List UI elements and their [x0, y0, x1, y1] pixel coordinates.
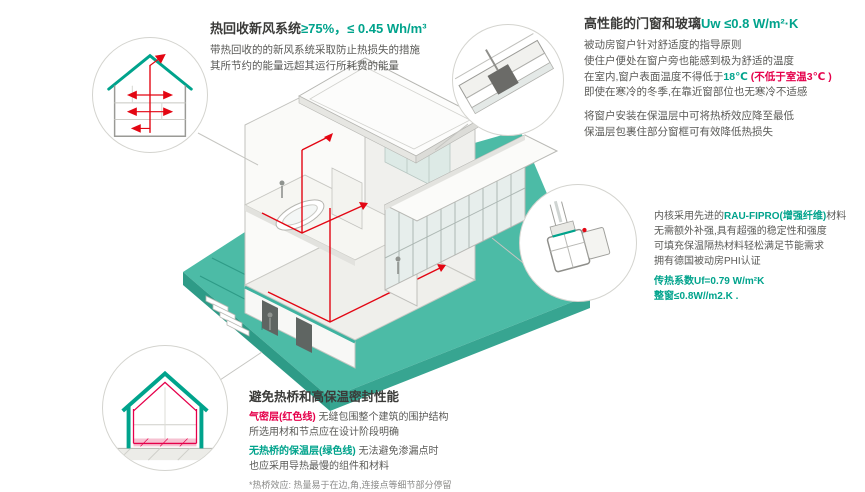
- windows-body: 被动房窗户针对舒适度的指导原则 使住户便处在窗户旁也能感到极为舒适的温度 在室内…: [584, 38, 832, 141]
- profile-section: 内核采用先进的RAU-FIPRO(增强纤维)材料 无需额外补强,具有超强的稳定性…: [654, 209, 864, 304]
- garden-stairs: [205, 295, 250, 337]
- windows-p2-line2: 保温层包裹住部分窗框可有效降低热损失: [584, 125, 773, 138]
- profile-line1-post: 材料: [826, 211, 847, 222]
- windows-title-value: Uw ≤0.8 W/m²·K: [701, 16, 799, 31]
- callout-circle-insulation: [102, 345, 228, 471]
- heat-recovery-title-value: ≥75%，≤ 0.45 Wh/m³: [301, 21, 427, 36]
- heat-recovery-body-line1: 带热回收的的新风系统采取防止热损失的措施: [210, 44, 420, 56]
- leader-lines: [197, 123, 528, 381]
- heat-recovery-house-section-illustration: [107, 53, 193, 138]
- callout-circle-heat-recovery: [92, 37, 208, 153]
- thermal-line3: 无热桥的保温层(绿色线) 无法避免渗漏点时: [249, 445, 452, 460]
- airtight-layer-label: 气密层(红色线): [249, 412, 316, 423]
- thermal-line1: 气密层(红色线) 无缝包围整个建筑的围护结构: [249, 411, 452, 426]
- profile-line6: 整窗≤0.8W//m2.K .: [654, 291, 739, 302]
- window-detail-drawing: [454, 33, 555, 115]
- profile-line1-pre: 内核采用先进的: [654, 211, 724, 222]
- windows-p1-line1: 被动房窗户针对舒适度的指导原则: [584, 39, 742, 51]
- thermal-line2: 所选用材和节点应在设计阶段明确: [249, 426, 399, 438]
- window-profile-cross-section-illustration: [546, 200, 611, 273]
- thermal-footnote: *热桥效应: 热量易于在边,角,连接点等细节部分停留: [249, 480, 452, 490]
- heat-recovery-body-line2: 其所节约的能量远超其运行所耗费的能量: [210, 59, 399, 72]
- profile-line1-material: RAU-FIPRO(增强纤维): [724, 211, 827, 222]
- profile-line5: 传热系数Uf=0.79 W/m²K: [654, 276, 765, 287]
- thermal-title: 避免热桥和高保温密封性能: [249, 390, 400, 404]
- thermal-body: 气密层(红色线) 无缝包围整个建筑的围护结构 所选用材和节点应在设计阶段明确 无…: [249, 411, 452, 492]
- profile-line1: 内核采用先进的RAU-FIPRO(增强纤维)材料: [654, 209, 864, 224]
- duct-arrows: [324, 133, 446, 272]
- callout-circle-window-detail: [452, 24, 564, 136]
- windows-p1-line3-pre: 在室内,窗户表面温度不得低于: [584, 70, 724, 83]
- heat-recovery-drawing: [107, 53, 193, 138]
- heat-recovery-body: 带热回收的的新风系统采取防止热损失的措施 其所节约的能量远超其运行所耗费的能量: [210, 43, 427, 75]
- insulation-drawing: [110, 370, 220, 461]
- insulation-layer-text: 无法避免渗漏点时: [355, 446, 439, 457]
- windows-title-text: 高性能的门窗和玻璃: [584, 16, 702, 31]
- callout-circle-window-profile: [519, 184, 637, 302]
- heat-recovery-title-text: 热回收新风系统: [210, 21, 302, 36]
- windows-section: 高性能的门窗和玻璃Uw ≤0.8 W/m²·K 被动房窗户针对舒适度的指导原则 …: [584, 13, 832, 141]
- windows-title: 高性能的门窗和玻璃Uw ≤0.8 W/m²·K: [584, 13, 832, 32]
- window-profile-drawing: [546, 200, 611, 273]
- thermal-line4: 也应采用导热最慢的组件和材料: [249, 460, 389, 472]
- spacer: [584, 101, 832, 109]
- people-figures: [267, 180, 401, 330]
- profile-body: 内核采用先进的RAU-FIPRO(增强纤维)材料 无需额外补强,具有超强的稳定性…: [654, 209, 864, 304]
- flat-roof: [297, 57, 484, 164]
- profile-line2: 无需额外补强,具有超强的稳定性和强度: [654, 226, 827, 237]
- heat-recovery-title: 热回收新风系统≥75%，≤ 0.45 Wh/m³: [210, 18, 427, 37]
- window-installation-detail-illustration: [454, 33, 555, 115]
- heat-recovery-section: 热回收新风系统≥75%，≤ 0.45 Wh/m³ 带热回收的的新风系统采取防止热…: [210, 18, 427, 75]
- profile-line4: 拥有德国被动房PHI认证: [654, 256, 761, 267]
- windows-p1-line4: 即使在寒冷的冬季,在靠近窗部位也无寒冷不适感: [584, 86, 808, 99]
- windows-p1-line2: 使住户便处在窗户旁也能感到极为舒适的温度: [584, 54, 794, 67]
- insulation-airtight-house-section-illustration: [110, 370, 220, 461]
- windows-p1-line3: 在室内,窗户表面温度不得低于18℃ (不低于室温3℃ ): [584, 70, 832, 86]
- windows-p1-line3-note: (不低于室温3℃ ): [747, 70, 832, 83]
- airtight-layer-text: 无缝包围整个建筑的围护结构: [315, 412, 449, 423]
- profile-line3: 可填充保温隔热材料轻松满足节能需求: [654, 241, 824, 252]
- windows-p2-line1: 将窗户安装在保温层中可将热桥效应降至最低: [584, 110, 794, 122]
- windows-p1-line3-temp: 18℃: [723, 70, 748, 83]
- thermal-section: 避免热桥和高保温密封性能 气密层(红色线) 无缝包围整个建筑的围护结构 所选用材…: [249, 386, 452, 492]
- insulation-layer-label: 无热桥的保温层(绿色线): [249, 446, 356, 457]
- glass-wing: [383, 134, 559, 307]
